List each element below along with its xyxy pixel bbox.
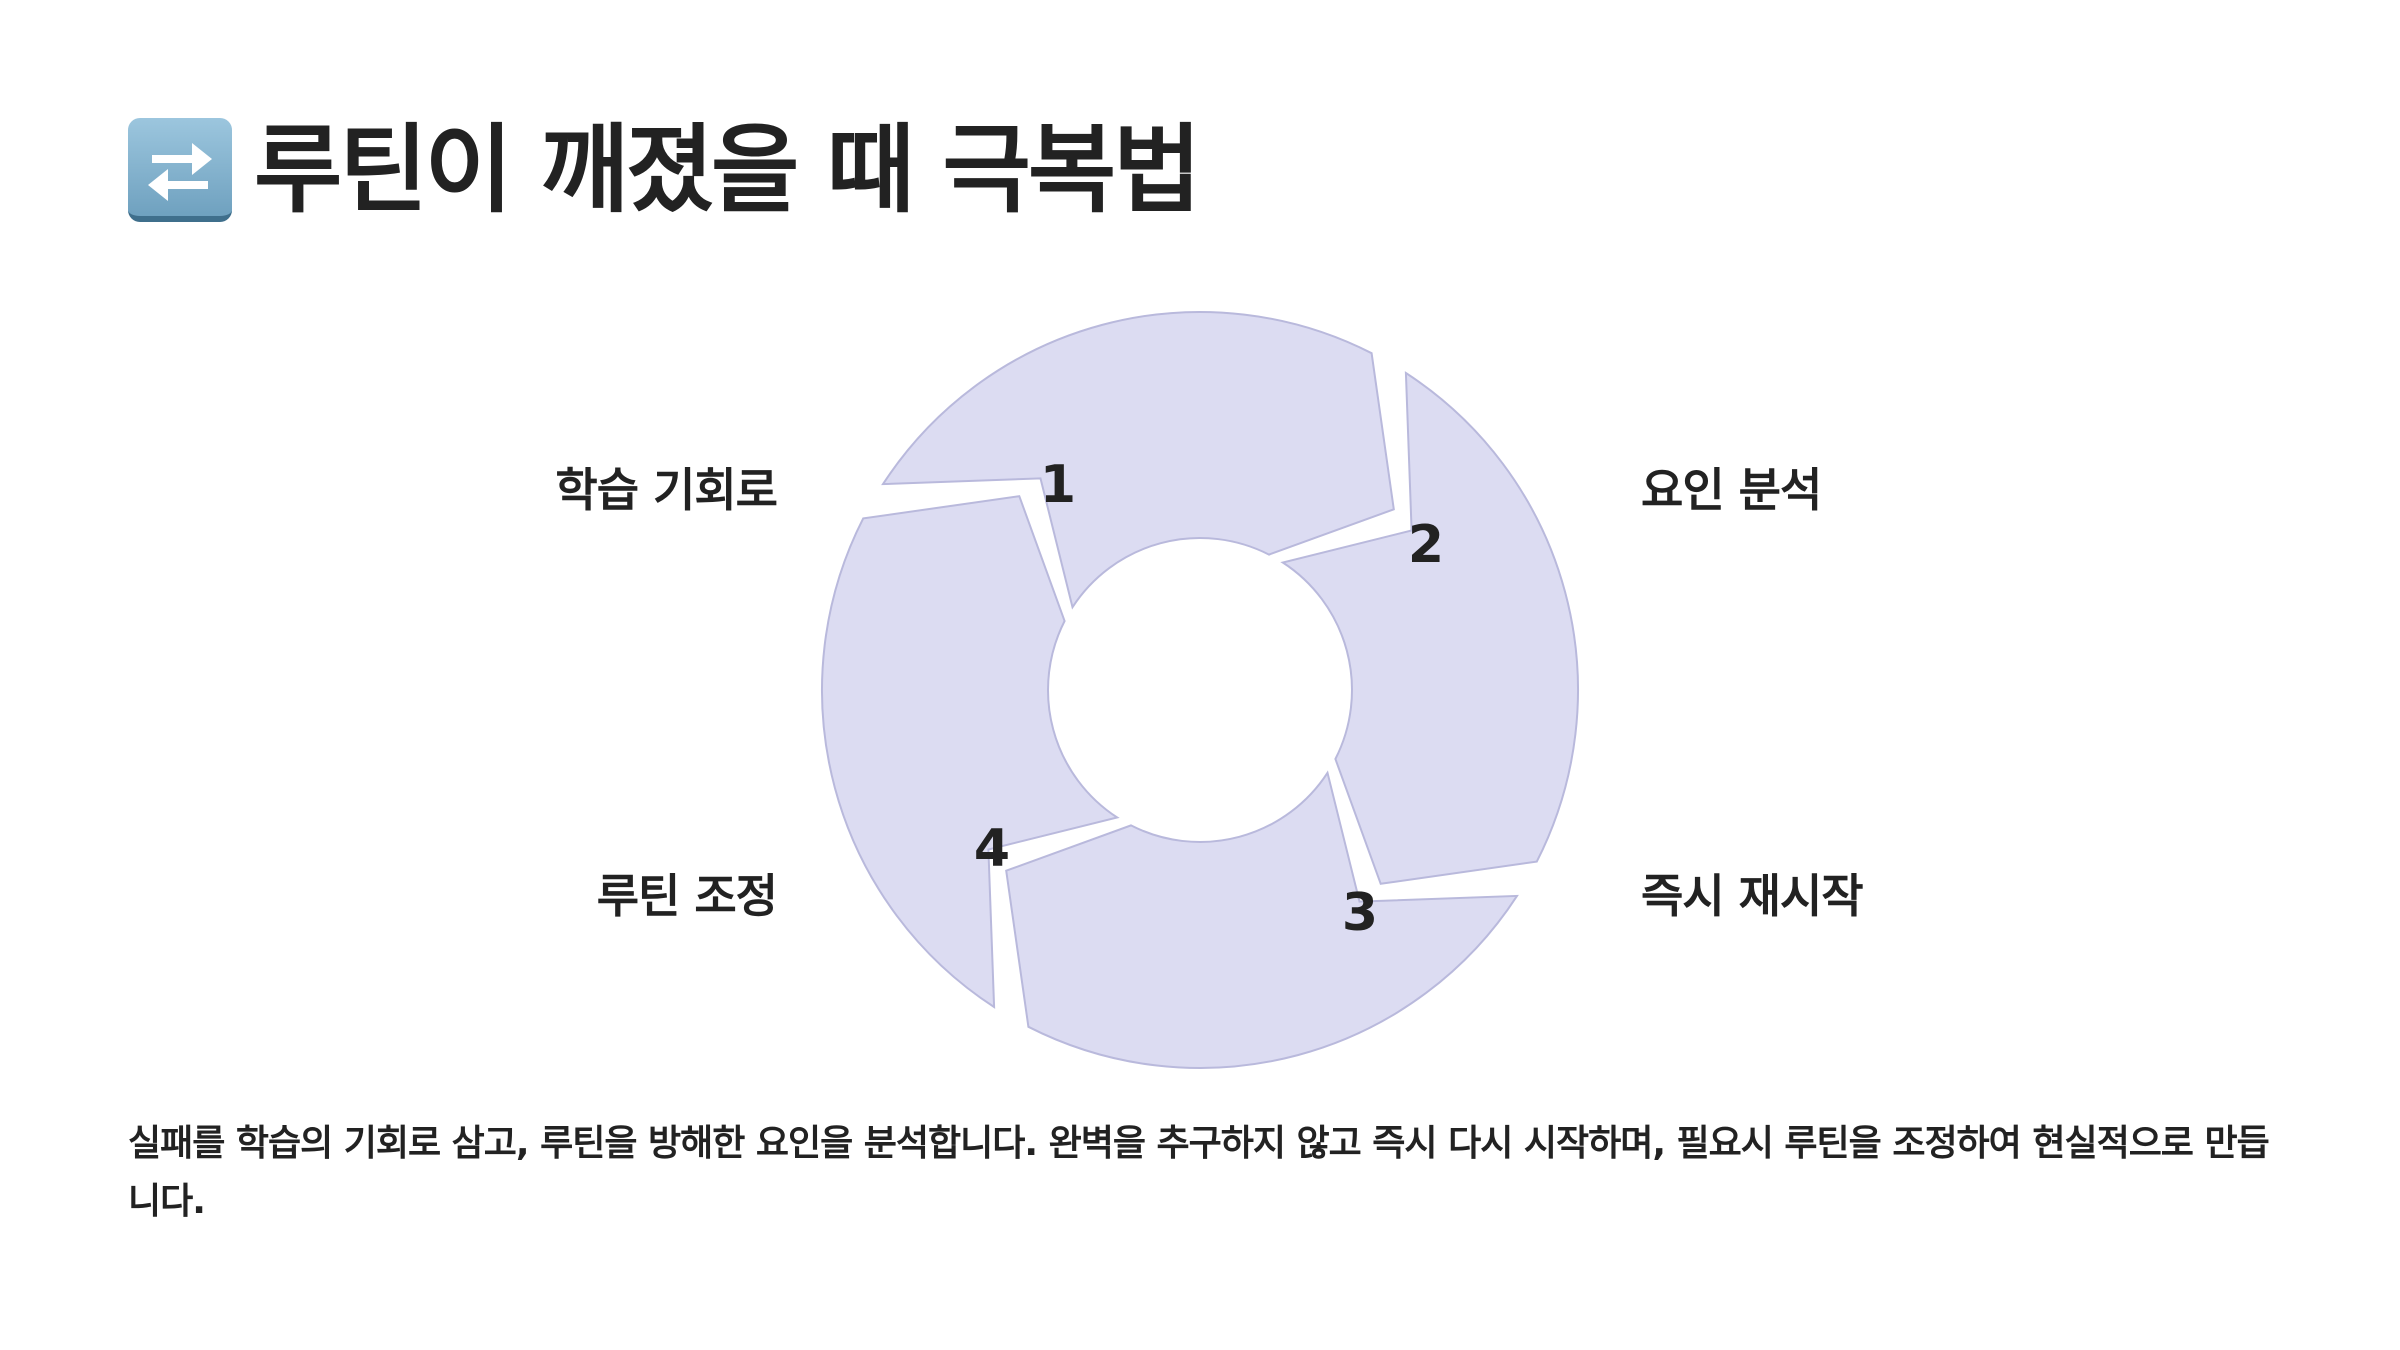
page-title: 루틴이 깨졌을 때 극복법 — [128, 114, 1201, 226]
cycle-segment-2 — [1280, 371, 1579, 885]
cycle-segment-4 — [821, 495, 1120, 1009]
step-label-2: 요인 분석 — [1641, 463, 1822, 517]
arrows-cycle-icon — [128, 118, 232, 222]
step-label-4: 루틴 조정 — [596, 869, 778, 923]
description-text: 실패를 학습의 기회로 삼고, 루틴을 방해한 요인을 분석합니다. 완벽을 추… — [128, 1123, 2270, 1222]
step-number-4: 4 — [974, 819, 1010, 879]
cycle-segment-1 — [881, 311, 1395, 610]
step-number-3: 3 — [1342, 883, 1378, 943]
step-number-1: 1 — [1040, 455, 1076, 515]
step-label-3: 즉시 재시작 — [1641, 869, 1864, 923]
cycle-segment-3 — [1005, 770, 1519, 1069]
page-title-text: 루틴이 깨졌을 때 극복법 — [254, 114, 1201, 226]
step-label-1: 학습 기회로 — [555, 463, 778, 517]
step-number-2: 2 — [1408, 515, 1444, 575]
